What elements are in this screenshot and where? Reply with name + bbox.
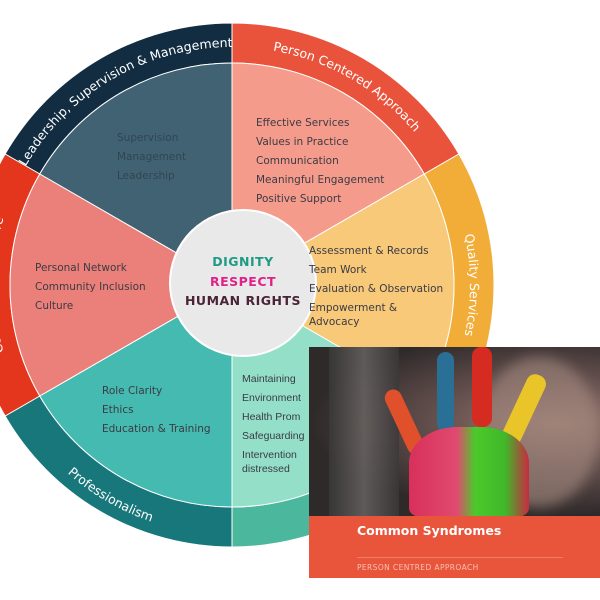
course-card[interactable]: Common Syndromes PERSON CENTRED APPROACH [309, 347, 600, 578]
hub-circle [169, 209, 317, 357]
card-divider [357, 557, 563, 558]
item: Leadership [117, 170, 175, 182]
card-category: PERSON CENTRED APPROACH [357, 563, 479, 572]
person-centred-items: Effective Services Values in Practice Co… [256, 114, 384, 209]
item: Ethics [102, 404, 134, 416]
health-items: Maintaining Environment Health Prom Safe… [242, 370, 304, 479]
item: Supervision [117, 132, 179, 144]
item: Meaningful Engagement [256, 174, 385, 186]
item: Safeguarding [242, 430, 305, 442]
core-values: DIGNITY RESPECT HUMAN RIGHTS [171, 252, 315, 311]
community-items: Personal Network Community Inclusion Cul… [35, 259, 146, 316]
item: Values in Practice [256, 136, 349, 148]
item: Effective Services [256, 117, 350, 129]
segment-body-5 [9, 173, 233, 397]
item: Evaluation & Observation [309, 283, 444, 295]
item: Culture [35, 300, 74, 312]
leadership-items: Supervision Management Leadership [117, 129, 186, 186]
card-photo [309, 347, 600, 516]
value-human-rights: HUMAN RIGHTS [184, 293, 302, 308]
quality-items: Assessment & Records Team Work Evaluatio… [309, 242, 443, 332]
item: Personal Network [35, 262, 127, 274]
item: Intervention [242, 449, 297, 461]
segment-body-0 [39, 62, 233, 286]
item: Role Clarity [102, 385, 163, 397]
item: Communication [256, 155, 339, 167]
value-dignity: DIGNITY [212, 254, 274, 269]
item: Environment [242, 392, 301, 404]
item: Assessment & Records [309, 245, 429, 257]
segment-body-4 [39, 284, 233, 508]
professionalism-items: Role Clarity Ethics Education & Training [102, 382, 211, 439]
value-respect: RESPECT [209, 273, 277, 289]
item: Positive Support [256, 193, 342, 205]
segment-title-2: Quality Services [462, 232, 482, 337]
item: distressed [242, 463, 290, 475]
item: Empowerment & [309, 302, 398, 314]
item: Team Work [309, 264, 367, 276]
item: Maintaining [242, 373, 296, 385]
card-title: Common Syndromes [357, 523, 502, 538]
item: Health Prom [242, 411, 301, 423]
item: Advocacy [309, 316, 360, 328]
item: Community Inclusion [35, 281, 146, 293]
item: Management [117, 151, 187, 163]
item: Education & Training [102, 423, 211, 435]
